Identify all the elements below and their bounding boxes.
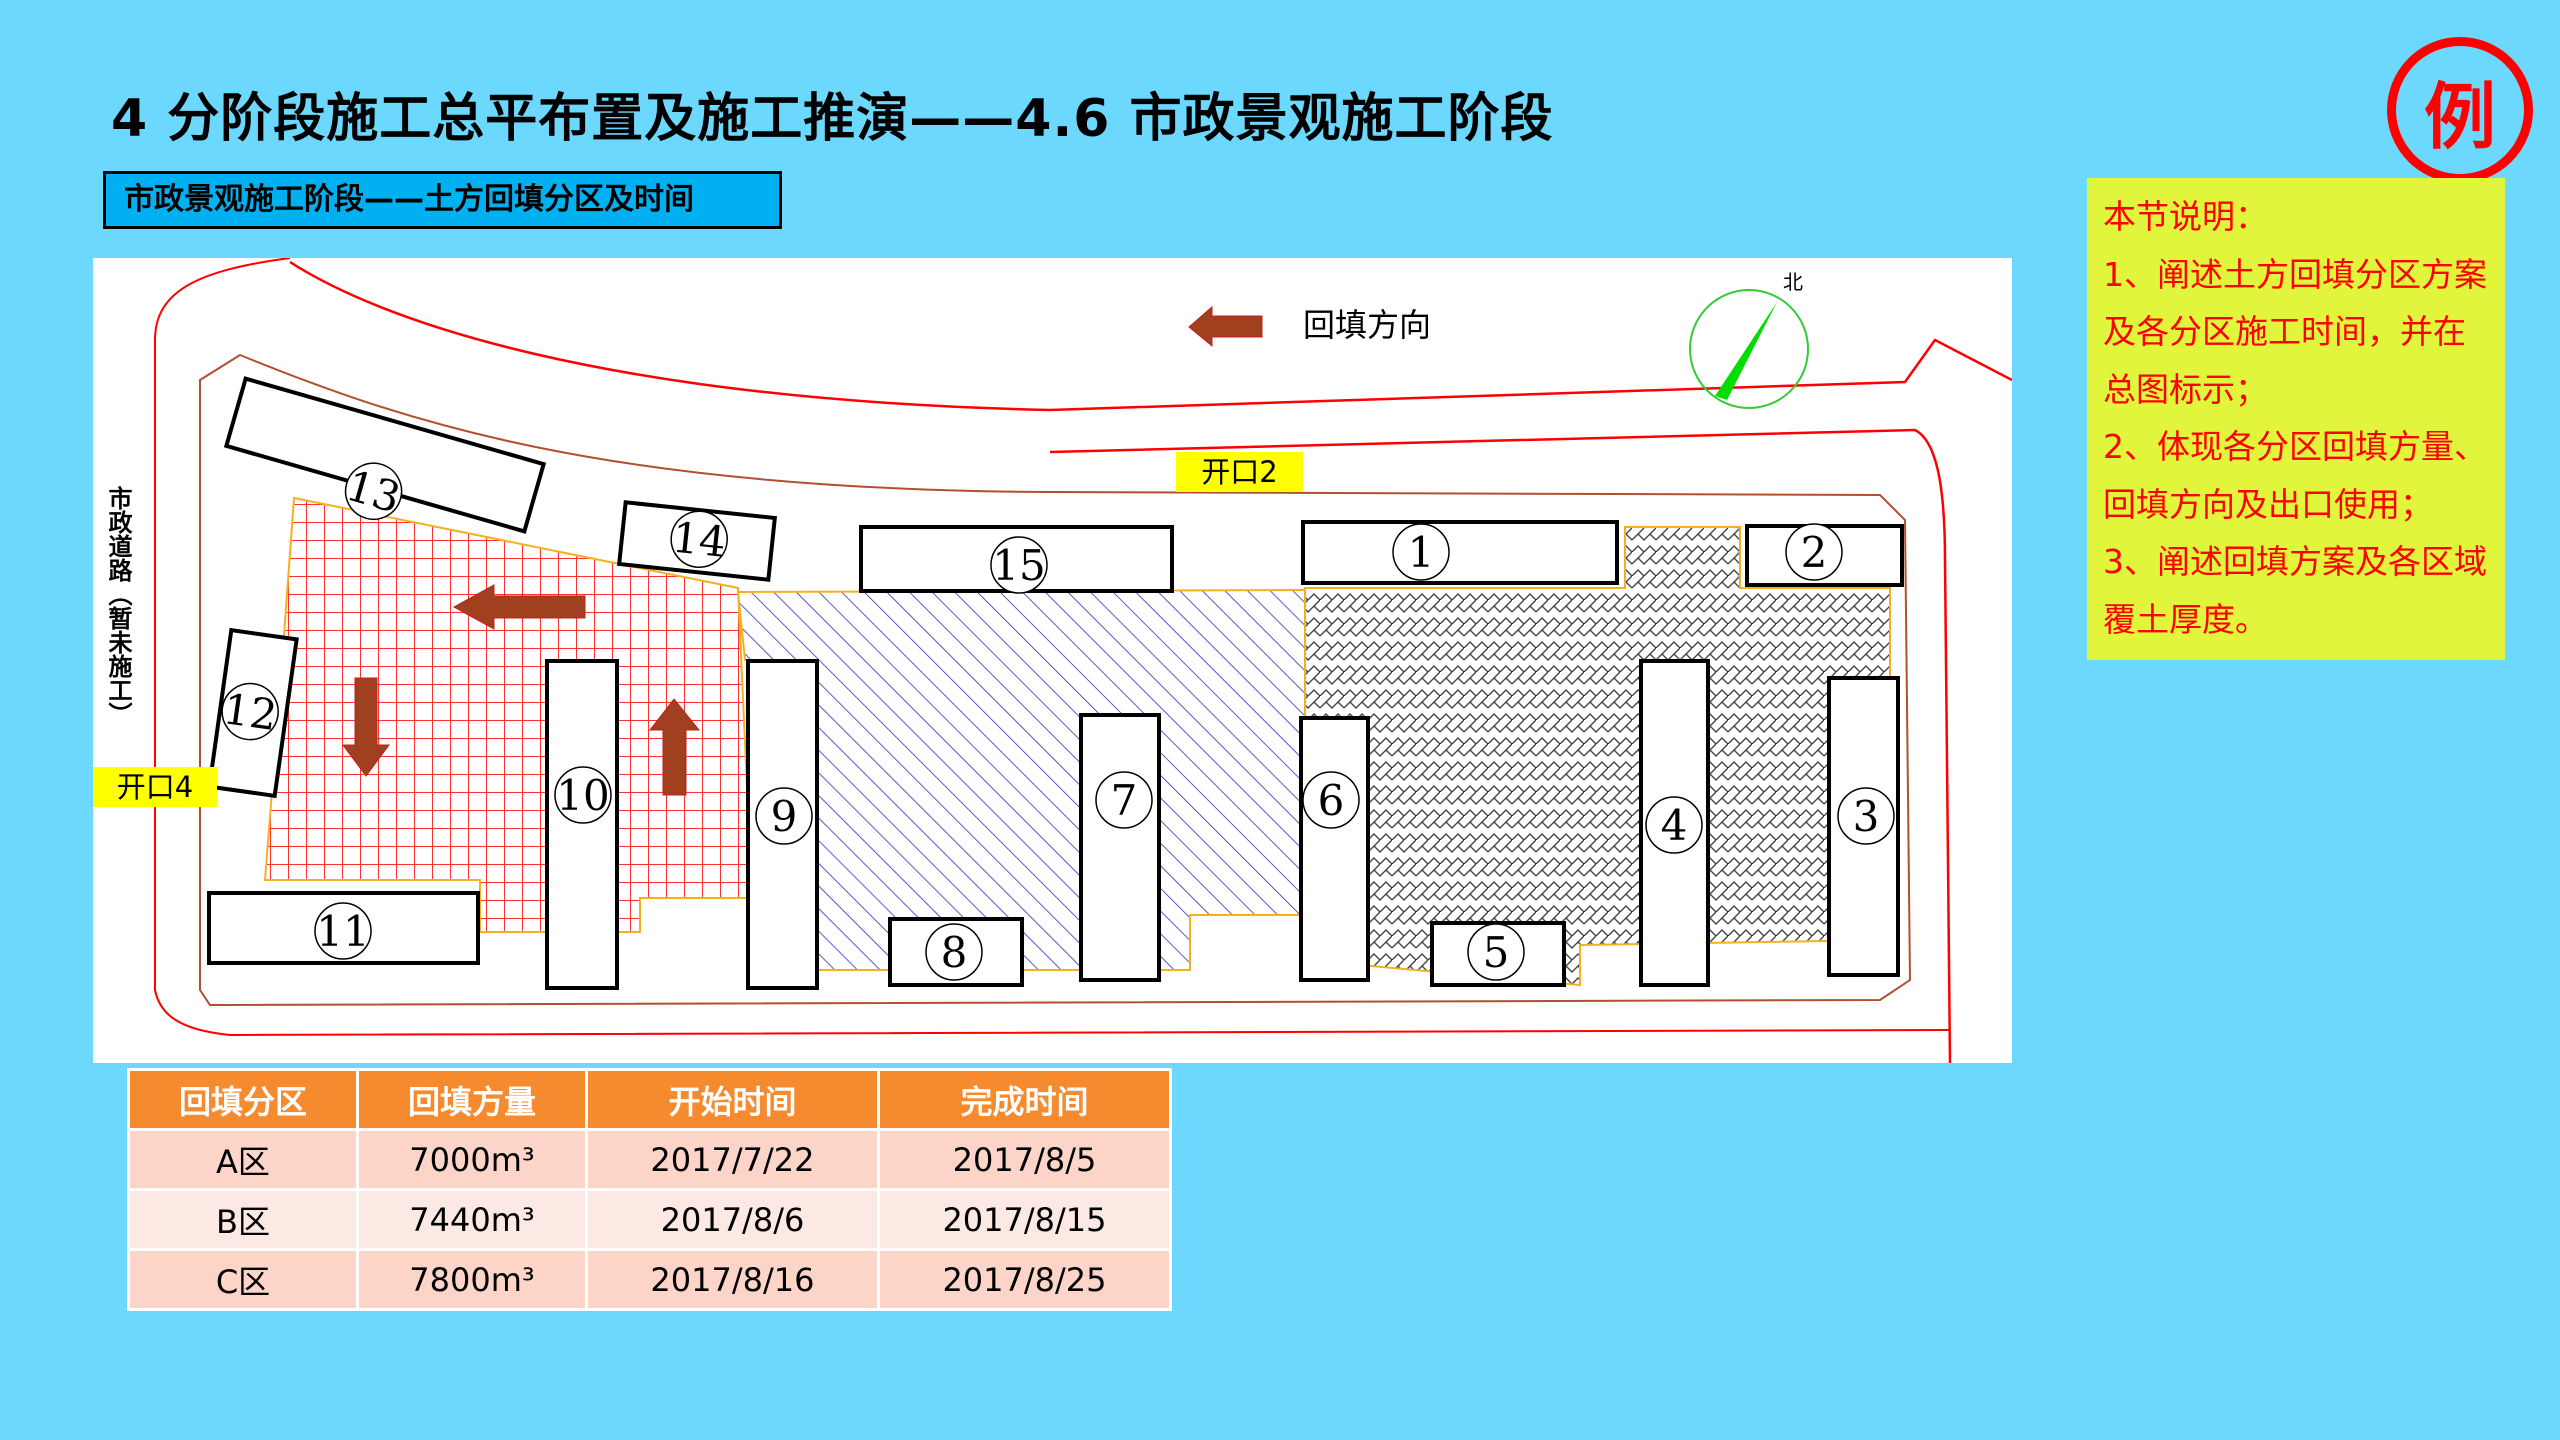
building-8: 8 — [888, 917, 1024, 987]
table-cell: C区 — [127, 1248, 359, 1311]
building-15: 15 — [859, 525, 1174, 594]
building-number: 1 — [1408, 528, 1435, 577]
building-number: 14 — [670, 513, 728, 567]
left-boundary — [154, 258, 1951, 1037]
outer-boundary — [289, 260, 2012, 412]
stamp-text: 例 — [2423, 74, 2496, 159]
table-cell: 2017/8/6 — [584, 1188, 880, 1251]
building-14: 14 — [616, 500, 778, 582]
building-number: 11 — [316, 907, 369, 956]
building-number: 6 — [1318, 776, 1345, 825]
building-9: 9 — [746, 659, 819, 990]
compass-icon — [1689, 289, 1809, 409]
building-number: 15 — [992, 541, 1045, 590]
building-number: 4 — [1661, 801, 1688, 850]
table-row: B区 7440m³ 2017/8/6 2017/8/15 — [127, 1188, 1173, 1251]
north-label: 北 — [1783, 270, 1803, 294]
compass-needle — [1715, 302, 1777, 400]
table-cell: B区 — [127, 1188, 359, 1251]
column-header: 完成时间 — [876, 1068, 1173, 1131]
road-line — [1049, 428, 1952, 1063]
building-number: 7 — [1111, 776, 1138, 825]
table-cell: 7440m³ — [355, 1188, 588, 1251]
building-5: 5 — [1430, 921, 1566, 987]
building-12: 12 — [207, 627, 299, 799]
table-row: C区 7800m³ 2017/8/16 2017/8/25 — [127, 1248, 1173, 1311]
building-1: 1 — [1301, 520, 1619, 585]
table-cell: 7800m³ — [355, 1248, 588, 1311]
table-row: A区 7000m³ 2017/7/22 2017/8/5 — [127, 1128, 1173, 1191]
table-cell: 2017/8/16 — [584, 1248, 880, 1311]
zone-c — [1304, 526, 1891, 987]
note-line: 回填方向及出口使用； — [2103, 484, 2433, 524]
building-number: 8 — [941, 928, 968, 977]
building-2: 2 — [1745, 523, 1904, 587]
page-title: 4 分阶段施工总平布置及施工推演——4.6 市政景观施工阶段 — [111, 89, 1554, 149]
table-cell: 2017/8/25 — [876, 1248, 1173, 1311]
column-header: 回填方量 — [355, 1068, 588, 1131]
table-cell: A区 — [127, 1128, 359, 1191]
fill-direction-arrow-down — [342, 677, 390, 777]
section-subtitle: 市政景观施工阶段——土方回填分区及时间 — [103, 171, 782, 229]
note-line: 及各分区施工时间，并在 — [2103, 312, 2466, 351]
note-line: 总图标示； — [2103, 369, 2268, 409]
building-number: 9 — [771, 792, 798, 841]
building-number: 12 — [220, 684, 280, 740]
building-number: 2 — [1801, 528, 1828, 577]
table-cell: 7000m³ — [355, 1128, 588, 1191]
section-notes: 本节说明： 1、阐述土方回填分区方案 及各分区施工时间，并在 总图标示； 2、体… — [2087, 178, 2505, 660]
gate-4-label: 开口4 — [93, 767, 217, 807]
column-header: 开始时间 — [584, 1068, 880, 1131]
example-stamp: 例 — [2387, 37, 2533, 183]
legend-arrow-icon — [1188, 305, 1263, 348]
inner-boundary — [199, 353, 1912, 1007]
table-cell: 2017/8/15 — [876, 1188, 1173, 1251]
table-cell: 2017/7/22 — [584, 1128, 880, 1191]
road-label: 市政道路（暂未施工） — [104, 486, 132, 726]
fill-direction-arrow-left — [452, 584, 586, 630]
building-6: 6 — [1299, 716, 1370, 982]
building-4: 4 — [1639, 659, 1710, 987]
backfill-schedule-table: 回填分区 回填方量 开始时间 完成时间 A区 7000m³ 2017/7/22 … — [127, 1068, 1173, 1311]
building-10: 10 — [545, 659, 619, 990]
zone-b — [736, 588, 1306, 971]
building-number: 10 — [556, 771, 609, 820]
column-header: 回填分区 — [127, 1068, 359, 1131]
building-11: 11 — [207, 891, 480, 965]
legend-label: 回填方向 — [1303, 306, 1432, 344]
note-line: 3、阐述回填方案及各区域 — [2103, 542, 2487, 581]
building-number: 5 — [1483, 928, 1510, 977]
note-line: 1、阐述土方回填分区方案 — [2103, 254, 2487, 294]
note-line: 2、体现各分区回填方量、 — [2103, 427, 2487, 466]
building-number: 3 — [1853, 792, 1880, 841]
gate-2-label: 开口2 — [1176, 452, 1303, 492]
building-7: 7 — [1079, 713, 1161, 982]
note-line: 覆土厚度。 — [2103, 599, 2268, 639]
building-3: 3 — [1827, 676, 1900, 977]
note-line: 本节说明： — [2103, 197, 2268, 236]
table-cell: 2017/8/5 — [876, 1128, 1173, 1191]
fill-direction-arrow-up — [648, 698, 701, 796]
